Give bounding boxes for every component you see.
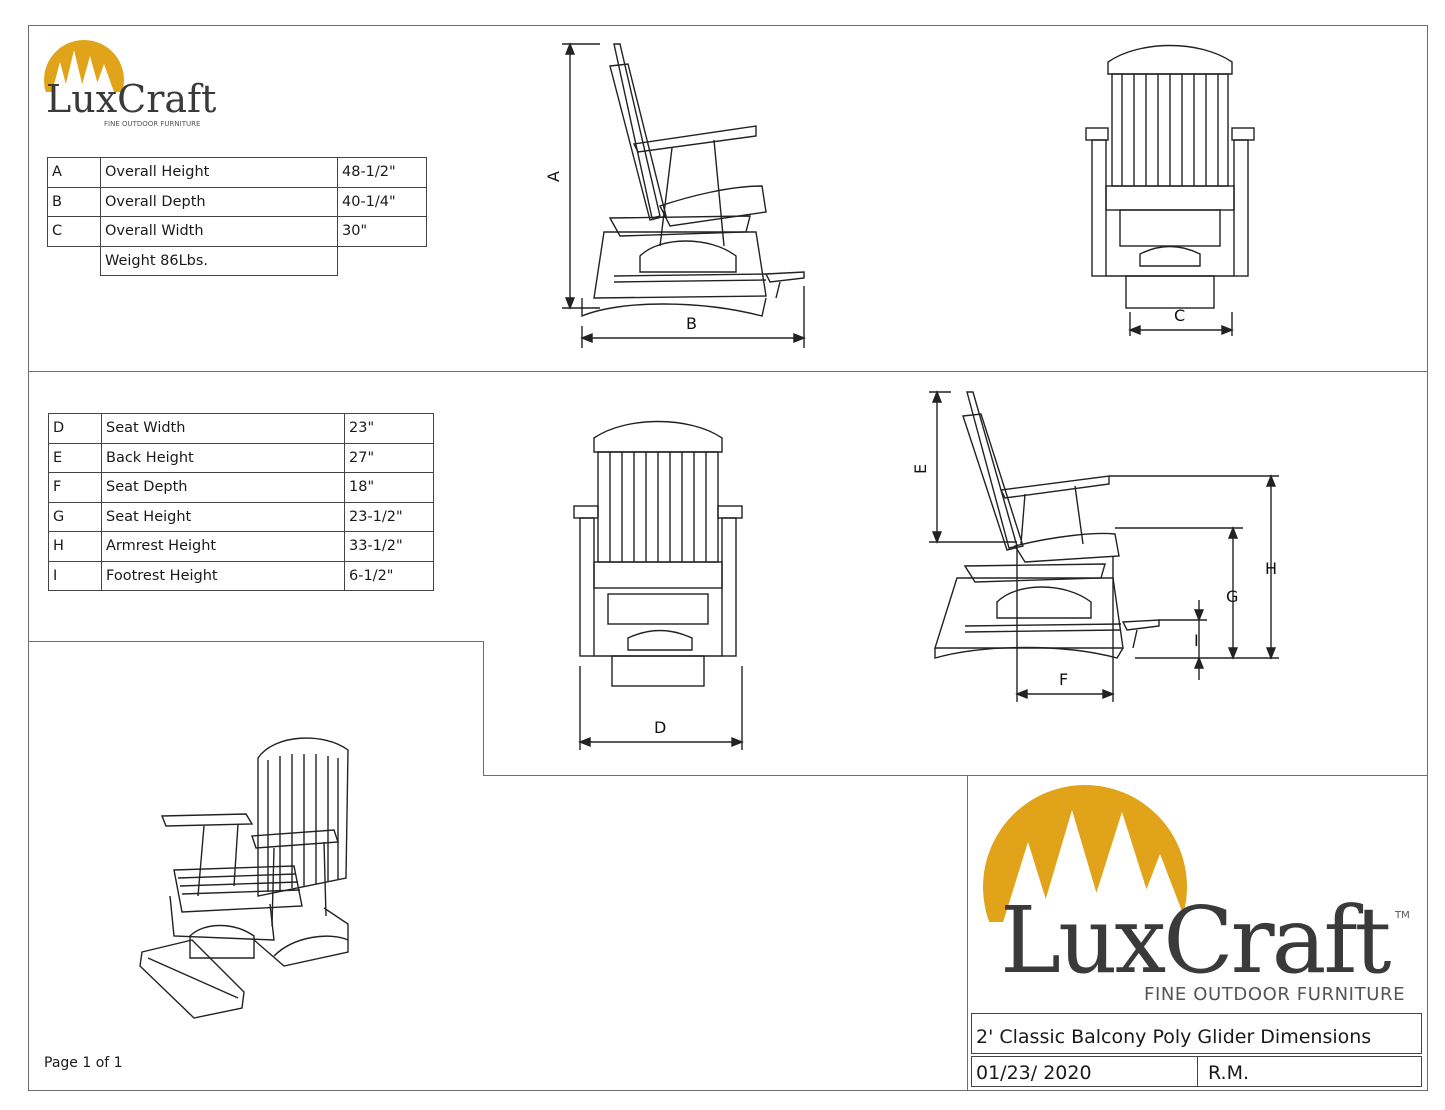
svg-text:LuxCraft: LuxCraft — [46, 77, 216, 121]
dim-label: Armrest Height — [101, 531, 345, 562]
table-row: F Seat Depth 18" — [48, 472, 434, 503]
luxcraft-logo-large: LuxCraft TM FINE OUTDOOR FURNITURE — [980, 785, 1410, 1004]
brand-name-craft: Craft — [117, 77, 216, 121]
overall-dimensions-table: A Overall Height 48-1/2" B Overall Depth… — [47, 157, 427, 276]
front-view-drawing: C — [1085, 44, 1255, 336]
side-view-drawing: A B — [544, 42, 806, 348]
drawing-initials: R.M. — [1208, 1062, 1249, 1084]
dim-value: 30" — [337, 216, 427, 247]
page-number: Page 1 of 1 — [44, 1055, 123, 1071]
front-view-seat-drawing: D — [573, 420, 744, 750]
dim-key: D — [48, 413, 102, 444]
isometric-view-drawing — [139, 737, 349, 1019]
dim-key: B — [47, 186, 101, 217]
brand-name-craft-large: Craft — [1163, 887, 1391, 994]
table-row: C Overall Width 30" — [47, 216, 427, 247]
label-a: A — [544, 171, 563, 182]
dim-value: 27" — [344, 442, 434, 473]
dim-key: C — [47, 216, 101, 247]
dim-value: 33-1/2" — [344, 531, 434, 562]
dim-label: Seat Width — [101, 413, 345, 444]
dim-value: 23" — [344, 413, 434, 444]
title-block-info-row: 01/23/ 2020 R.M. — [971, 1056, 1422, 1087]
label-b: B — [686, 314, 697, 333]
divider-mid-step — [483, 641, 484, 776]
svg-text:LuxCraft: LuxCraft — [1000, 887, 1392, 994]
dim-value: 48-1/2" — [337, 157, 427, 188]
divider-mid-left — [28, 641, 484, 642]
label-f: F — [1059, 670, 1068, 689]
divider-mid-right — [483, 775, 1428, 776]
divider-top — [28, 371, 1428, 372]
dim-label: Overall Height — [100, 157, 338, 188]
dim-key: F — [48, 472, 102, 503]
table-row: D Seat Width 23" — [48, 413, 434, 444]
weight-cell: Weight 86Lbs. — [100, 245, 338, 276]
label-i: I — [1194, 631, 1199, 650]
dim-label: Seat Depth — [101, 472, 345, 503]
dim-label: Footrest Height — [101, 560, 345, 591]
dim-key: A — [47, 157, 101, 188]
dim-key: G — [48, 501, 102, 532]
dim-key: H — [48, 531, 102, 562]
label-c: C — [1174, 306, 1185, 325]
drawing-date: 01/23/ 2020 — [972, 1057, 1198, 1086]
table-row: I Footrest Height 6-1/2" — [48, 560, 434, 591]
dim-label: Overall Width — [100, 216, 338, 247]
brand-tagline-large: FINE OUTDOOR FURNITURE — [1144, 984, 1405, 1004]
brand-name-lux: Lux — [46, 77, 117, 121]
luxcraft-logo-small: LuxCraft FINE OUTDOOR FURNITURE — [40, 40, 216, 132]
dim-value: 23-1/2" — [344, 501, 434, 532]
dim-value: 6-1/2" — [344, 560, 434, 591]
divider-title-block — [967, 775, 968, 1091]
drawing-title: 2' Classic Balcony Poly Glider Dimension… — [971, 1013, 1422, 1054]
dim-value: 40-1/4" — [337, 186, 427, 217]
label-g: G — [1226, 587, 1238, 606]
dim-key: I — [48, 560, 102, 591]
brand-name-lux-large: Lux — [1000, 887, 1165, 994]
label-d: D — [654, 718, 666, 737]
table-row: B Overall Depth 40-1/4" — [47, 186, 427, 217]
table-row: E Back Height 27" — [48, 442, 434, 473]
table-row: H Armrest Height 33-1/2" — [48, 531, 434, 562]
table-row: Weight 86Lbs. — [48, 245, 427, 276]
table-row: A Overall Height 48-1/2" — [47, 157, 427, 188]
trademark-symbol: TM — [1394, 910, 1410, 921]
label-e: E — [911, 464, 930, 474]
table-row: G Seat Height 23-1/2" — [48, 501, 434, 532]
dim-value: 18" — [344, 472, 434, 503]
seat-dimensions-table: D Seat Width 23" E Back Height 27" F Sea… — [48, 413, 434, 591]
dim-label: Seat Height — [101, 501, 345, 532]
sheet-border — [28, 25, 1428, 1091]
dim-label: Back Height — [101, 442, 345, 473]
brand-tagline-small: FINE OUTDOOR FURNITURE — [104, 120, 200, 128]
dim-label: Overall Depth — [100, 186, 338, 217]
side-view-seat-drawing: E F G H I — [911, 390, 1279, 702]
dim-key: E — [48, 442, 102, 473]
label-h: H — [1265, 559, 1277, 578]
